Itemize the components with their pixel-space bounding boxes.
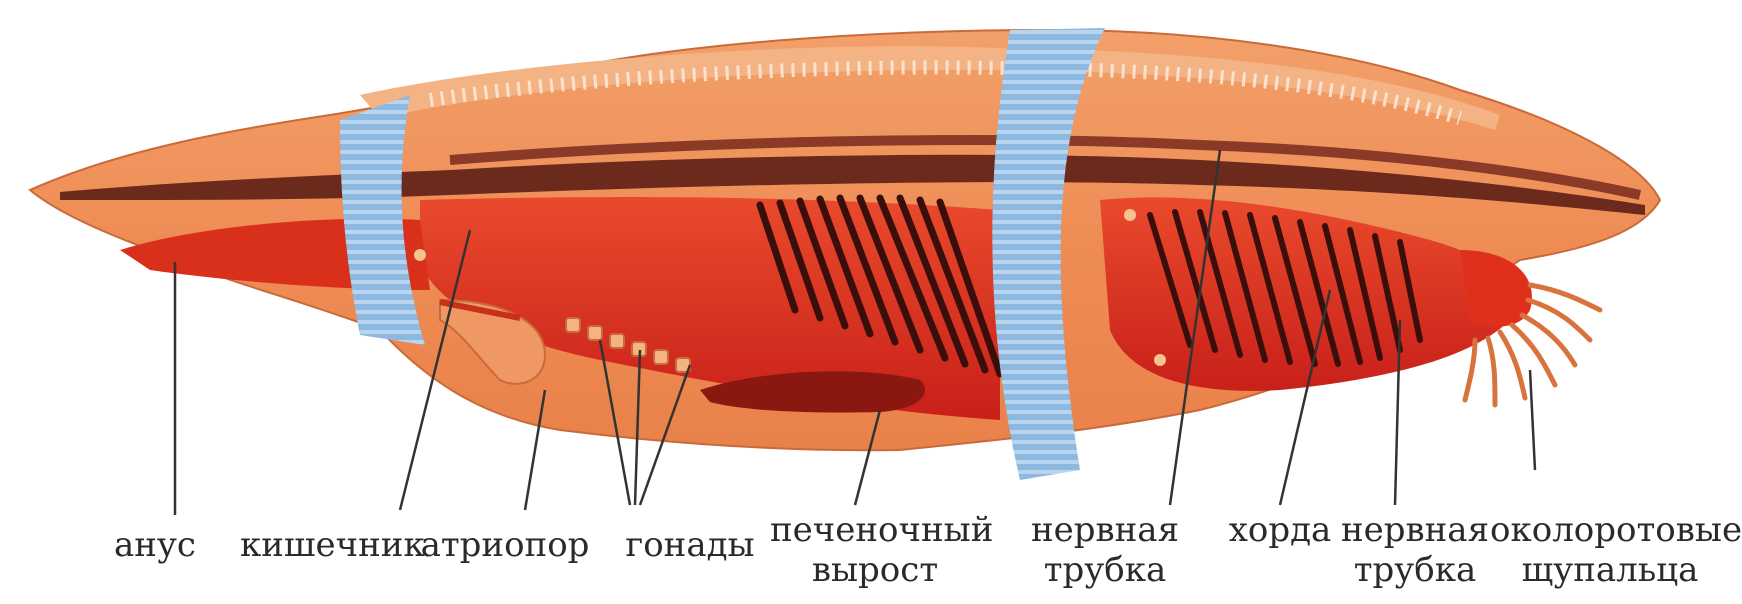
label-nerve-tube-2: нервная трубка [1340,510,1490,590]
label-nerve-tube-1: нервная трубка [1030,510,1180,590]
label-intestine: кишечник [240,525,410,565]
label-anus: анус [95,525,215,565]
label-atriopore: атриопор [420,525,590,565]
label-notochord: хорда [1220,510,1340,550]
label-hepatic-outgrowth: печеночный вырост [770,510,980,590]
label-oral-tentacles: околоротовые щупальца [1490,510,1730,590]
label-gonads: гонады [620,525,760,565]
